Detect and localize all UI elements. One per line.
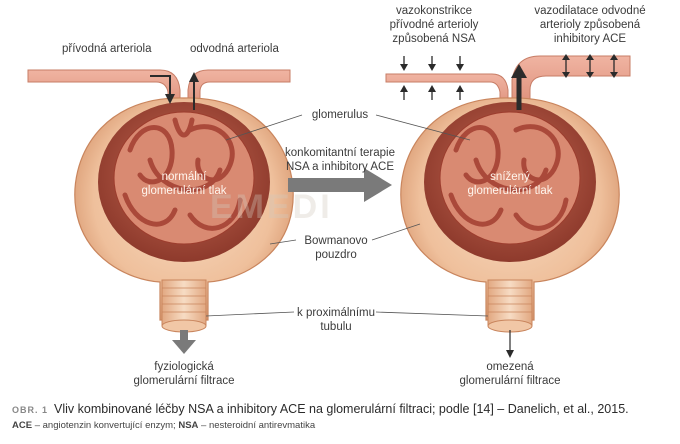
diagram-svg — [27, 54, 631, 358]
label-reduced-filtration: omezená glomerulární filtrace — [459, 361, 561, 387]
label-vasodilation: vazodilatace odvodné arterioly způsobená… — [534, 5, 646, 45]
label-glomerulus: glomerulus — [311, 109, 369, 121]
right-capillary-tuft — [439, 111, 581, 245]
abbr-nsa: NSA — [178, 420, 199, 431]
right-capillary-loops — [448, 124, 569, 231]
abbreviation-footnote: ACE – angiotenzin konvertující enzym; NS… — [12, 420, 672, 431]
right-tubule-ridges — [488, 287, 532, 313]
left-capillary-tuft — [113, 111, 255, 245]
left-glomerulus — [27, 69, 294, 354]
def-ace: – angiotenzin konvertující enzym; — [32, 420, 179, 431]
label-reduced-pressure: snížený glomerulární tlak — [467, 171, 553, 197]
caption-text: Vliv kombinované léčby NSA a inhibitory … — [54, 402, 629, 416]
label-vasoconstriction: vazokonstrikce přívodné arterioly způsob… — [389, 5, 479, 45]
label-tubule: k proximálnímu tubulu — [297, 307, 375, 333]
label-therapy: konkomitantní terapie NSA a inhibitory A… — [285, 147, 395, 173]
vasodilation-arrows — [565, 58, 615, 74]
right-glomerulus — [385, 54, 631, 358]
label-normal-pressure: normální glomerulární tlak — [141, 171, 227, 197]
label-physiological-filtration: fyziologická glomerulární filtrace — [133, 361, 235, 387]
therapy-arrow — [288, 168, 392, 202]
left-output-arrow — [172, 340, 196, 354]
right-efferent-vessel — [511, 55, 631, 119]
left-tubule — [161, 279, 207, 327]
caption-line: OBR. 1 Vliv kombinované léčby NSA a inhib… — [12, 402, 672, 416]
right-tubule — [487, 279, 533, 327]
label-afferent-arteriole: přívodná arteriola — [62, 43, 152, 55]
caption-prefix: OBR. 1 — [12, 405, 49, 415]
label-bowman-capsule: Bowmanovo pouzdro — [304, 235, 368, 261]
label-efferent-arteriole: odvodná arteriola — [190, 43, 279, 55]
left-capillary-loops — [122, 117, 243, 231]
leader-lines — [205, 114, 489, 317]
left-tubule-ridges — [162, 287, 206, 313]
abbr-ace: ACE — [12, 420, 33, 431]
def-nsa: – nesteroidní antirevmatika — [198, 420, 316, 431]
figure-caption: OBR. 1 Vliv kombinované léčby NSA a inhib… — [12, 402, 672, 431]
diagram-figure: EMEDI přívodná arteriola odvodná arterio… — [27, 5, 646, 387]
right-output-arrow — [506, 350, 514, 358]
watermark-text: EMEDI — [210, 188, 333, 226]
left-afferent-flow-arrow — [150, 75, 171, 96]
